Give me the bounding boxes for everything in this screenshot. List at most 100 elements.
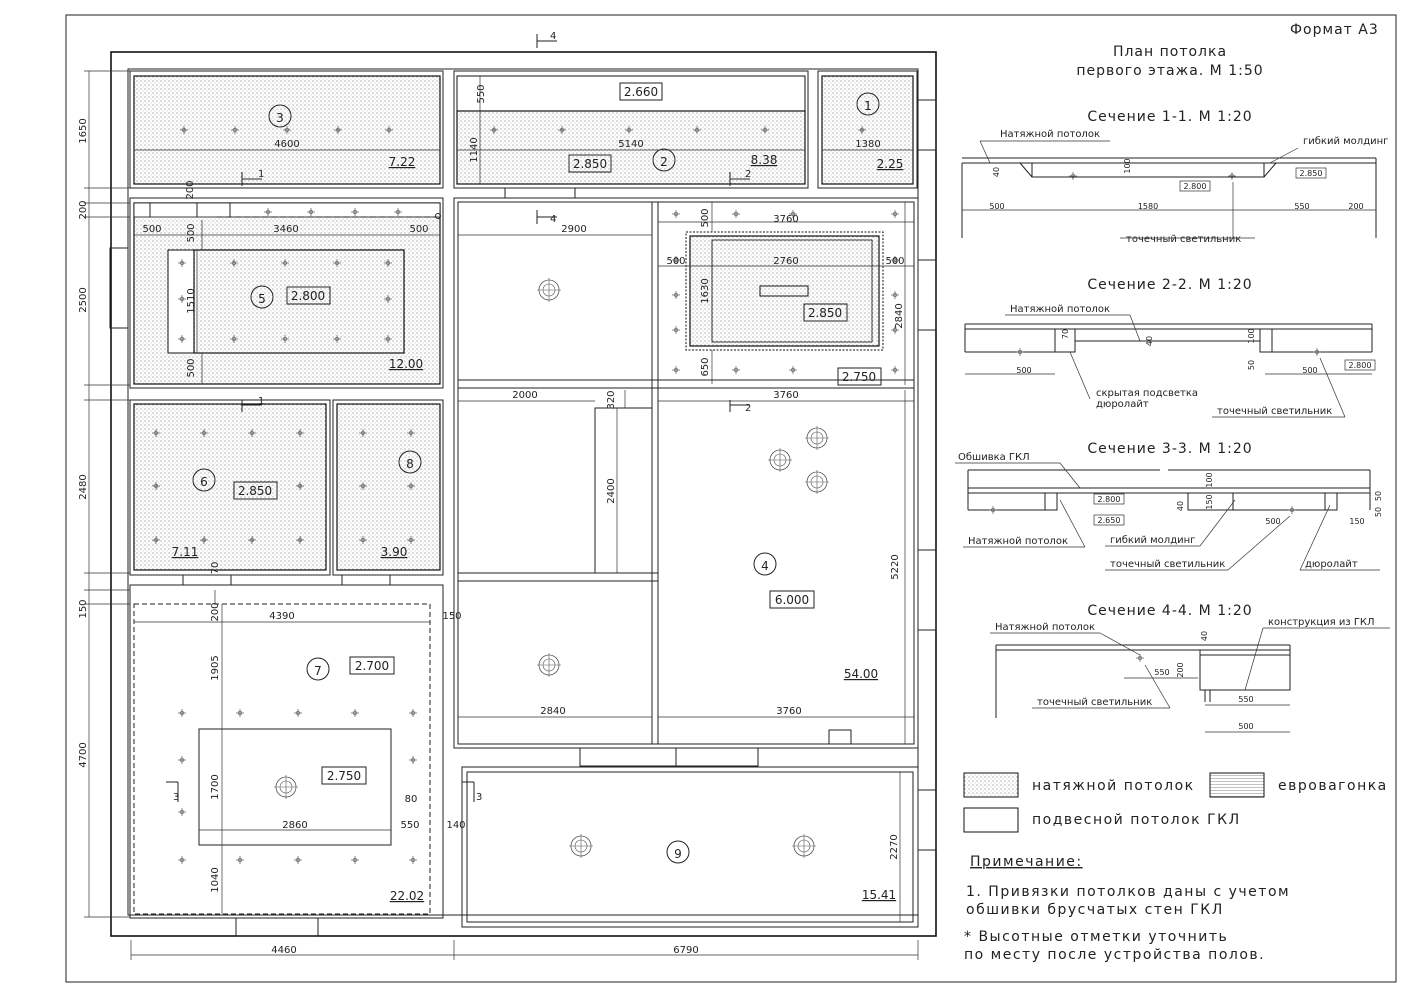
- note-2-line2: по месту после устройства полов.: [964, 947, 1265, 963]
- room-8: [332, 399, 444, 576]
- dim-2840-b: 2840: [540, 706, 565, 717]
- room-6-height: 2.850: [238, 484, 272, 498]
- dim-140: 140: [446, 820, 465, 831]
- section-1-1-title: Сечение 1-1. М 1:20: [1087, 109, 1252, 125]
- dim-2760: 2760: [773, 256, 798, 267]
- s4-dim-550-b: 550: [1238, 695, 1253, 704]
- cut-1-bottom: 1: [258, 396, 264, 407]
- section-3-3: Сечение 3-3. М 1:20 Обшивка ГКЛ Натяжной…: [955, 441, 1383, 571]
- note-1-line1: 1. Привязки потолков даны с учетом: [966, 884, 1290, 900]
- dim-2270: 2270: [889, 834, 900, 859]
- notes: Примечание: 1. Привязки потолков даны с …: [964, 854, 1290, 963]
- dim-500-f: 500: [885, 256, 904, 267]
- dim-500-e: 500: [666, 256, 685, 267]
- room-2: [453, 70, 809, 189]
- room-2-number: 2: [660, 155, 668, 169]
- s3-dim-50-a: 50: [1374, 507, 1383, 517]
- s2-dim-70: 70: [1061, 329, 1070, 339]
- cut-3-left: 3: [173, 792, 179, 803]
- s1-dim-100: 100: [1123, 158, 1132, 173]
- dim-bottom-4460: 4460: [271, 945, 296, 956]
- room-4-area: 54.00: [844, 667, 878, 681]
- dim-500-a: 500: [142, 224, 161, 235]
- legend-stretch-label: натяжной потолок: [1032, 778, 1195, 794]
- s2-dim-40: 40: [1145, 336, 1154, 346]
- s4-label-spot: точечный светильник: [1037, 697, 1152, 708]
- s1-label-spot: точечный светильник: [1126, 234, 1241, 245]
- dim-500-c: 500: [186, 223, 197, 242]
- room-1: [817, 70, 918, 189]
- dim-4390: 4390: [269, 611, 294, 622]
- dim-1630: 1630: [700, 278, 711, 303]
- dim-70: 70: [210, 562, 221, 575]
- s3-dim-50-b: 50: [1374, 491, 1383, 501]
- s3-dim-150-v: 150: [1205, 494, 1214, 509]
- s3-label-spot: точечный светильник: [1110, 559, 1225, 570]
- s4-label-gkl-construction: конструкция из ГКЛ: [1268, 617, 1375, 628]
- room-1-width: 1380: [855, 139, 880, 150]
- dim-left-150: 150: [78, 599, 89, 618]
- s2-dim-100: 100: [1247, 328, 1256, 343]
- dim-1700: 1700: [210, 774, 221, 799]
- dim-left-1650: 1650: [78, 118, 89, 143]
- section-2-2-title: Сечение 2-2. М 1:20: [1087, 277, 1252, 293]
- room-6: [129, 399, 331, 576]
- dim-3760-b: 3760: [773, 390, 798, 401]
- s4-label-stretch: Натяжной потолок: [995, 622, 1095, 633]
- room-4: [453, 197, 937, 767]
- section-3-3-title: Сечение 3-3. М 1:20: [1087, 441, 1252, 457]
- s4-dim-200: 200: [1176, 662, 1185, 677]
- s1-dim-40: 40: [992, 167, 1001, 177]
- room-5-height: 2.800: [291, 289, 325, 303]
- s3-label-gkl: Обшивка ГКЛ: [958, 452, 1030, 463]
- s3-label-duro: дюролайт: [1305, 559, 1358, 570]
- legend-gkl-label: подвесной потолок ГКЛ: [1032, 812, 1241, 828]
- legend-swatch-gkl: [963, 807, 1019, 833]
- dim-1905: 1905: [210, 655, 221, 680]
- room-3-width: 4600: [274, 139, 299, 150]
- s2-label-hidden: скрытая подсветка: [1096, 388, 1198, 399]
- room-5-area: 12.00: [389, 357, 423, 371]
- room-2-area: 8.38: [751, 153, 778, 167]
- dim-2400: 2400: [606, 478, 617, 503]
- s1-dim-550: 550: [1294, 202, 1309, 211]
- room-7-area: 22.02: [390, 889, 424, 903]
- dim-left-4700: 4700: [78, 742, 89, 767]
- s1-dim-500: 500: [989, 202, 1004, 211]
- section-4-4-title: Сечение 4-4. М 1:20: [1087, 603, 1252, 619]
- cut-2-top: 2: [745, 169, 751, 180]
- dim-2900: 2900: [561, 224, 586, 235]
- s2-label-spot: точечный светильник: [1217, 406, 1332, 417]
- dim-3760-a: 3760: [773, 214, 798, 225]
- dim-200-c: 200: [185, 180, 196, 199]
- dim-left-2500: 2500: [78, 287, 89, 312]
- room-1-number: 1: [864, 99, 872, 113]
- cut-1-top: 1: [258, 169, 264, 180]
- dim-left-2480: 2480: [78, 474, 89, 499]
- dim-550-a: 550: [476, 84, 487, 103]
- room-2-height: 2.850: [573, 157, 607, 171]
- openings: [149, 99, 937, 586]
- room-5: [109, 197, 444, 389]
- s2-dim-50: 50: [1247, 360, 1256, 370]
- s3-dim-2650: 2.650: [1098, 516, 1121, 525]
- cut-3-right: 3: [476, 792, 482, 803]
- s3-dim-40: 40: [1176, 501, 1185, 511]
- section-4-4: Сечение 4-4. М 1:20 Натяжной потолок кон…: [990, 603, 1390, 733]
- s3-dim-500: 500: [1265, 517, 1280, 526]
- dim-320: 320: [606, 390, 617, 409]
- dim-150: 150: [442, 611, 461, 622]
- sheet-format: Формат А3: [1290, 22, 1379, 38]
- room-7-height: 2.700: [355, 659, 389, 673]
- dim-550-b: 550: [400, 820, 419, 831]
- s1-dim-2800: 2.800: [1184, 182, 1207, 191]
- cut-2-bottom: 2: [745, 403, 751, 414]
- s4-dim-40: 40: [1200, 631, 1209, 641]
- room-3-area: 7.22: [389, 155, 416, 169]
- room-7-inner-height: 2.750: [327, 769, 361, 783]
- cut-4-bottom: 4: [550, 214, 556, 225]
- dim-650: 650: [700, 357, 711, 376]
- room-numbers: 1 2 3 4 5 6 7 8 9: [192, 92, 880, 864]
- room-7-number: 7: [314, 664, 322, 678]
